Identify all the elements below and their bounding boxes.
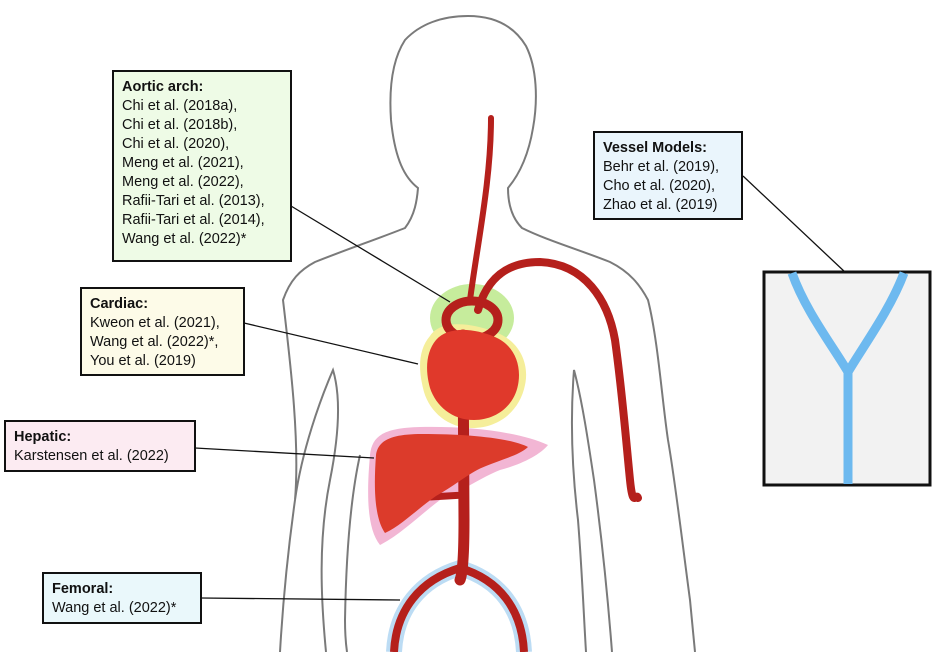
hepatic-ref-1: Karstensen et al. (2022) — [14, 448, 169, 464]
femoral-ref-1: Wang et al. (2022)* — [52, 600, 177, 616]
aortic-ref-4: Meng et al. (2021), — [122, 155, 244, 171]
aortic-arch-label-box: Aortic arch: Chi et al. (2018a), Chi et … — [112, 70, 292, 262]
leader-line-aortic — [290, 205, 451, 303]
hepatic-label-box: Hepatic: Karstensen et al. (2022) — [4, 420, 196, 472]
femoral-label-box: Femoral: Wang et al. (2022)* — [42, 572, 202, 624]
cardiac-ref-1: Kweon et al. (2021), — [90, 315, 220, 331]
cardiac-title: Cardiac: — [90, 296, 149, 312]
leader-line-cardiac — [243, 322, 419, 365]
leader-line-femoral — [200, 597, 401, 601]
cardiac-label-box: Cardiac: Kweon et al. (2021), Wang et al… — [80, 287, 245, 376]
vessel-ref-1: Behr et al. (2019), — [603, 159, 720, 175]
liver — [374, 434, 528, 533]
femoral-title: Femoral: — [52, 581, 114, 597]
aortic-ref-8: Wang et al. (2022)* — [122, 231, 247, 247]
vessel-ref-2: Cho et al. (2020), — [603, 178, 716, 194]
aortic-ref-5: Meng et al. (2022), — [122, 174, 244, 190]
vessel-models-title: Vessel Models: — [603, 140, 707, 156]
leader-line-vessel — [742, 175, 847, 274]
cardiac-ref-2: Wang et al. (2022)*, — [90, 334, 219, 350]
aortic-ref-3: Chi et al. (2020), — [122, 136, 230, 152]
vessel-ref-3: Zhao et al. (2019) — [603, 197, 718, 213]
leader-line-hepatic — [194, 447, 375, 459]
heart — [427, 329, 520, 420]
aortic-ref-2: Chi et al. (2018b), — [122, 117, 238, 133]
body-silhouette — [279, 14, 696, 652]
aortic-ref-1: Chi et al. (2018a), — [122, 98, 238, 114]
vessel-models-label-box: Vessel Models: Behr et al. (2019), Cho e… — [593, 131, 743, 220]
aortic-ref-7: Rafii-Tari et al. (2014), — [122, 212, 265, 228]
hepatic-artery — [429, 491, 465, 501]
subclavian-artery — [474, 257, 642, 502]
aortic-ref-6: Rafii-Tari et al. (2013), — [122, 193, 265, 209]
aortic-arch-title: Aortic arch: — [122, 79, 204, 95]
left-arm-outline — [343, 454, 361, 652]
carotid-artery — [467, 115, 494, 303]
femoral-arteries — [390, 564, 528, 652]
hepatic-title: Hepatic: — [14, 429, 72, 445]
cardiac-ref-3: You et al. (2019) — [90, 353, 196, 369]
vessel-model-y-branch — [787, 271, 909, 484]
